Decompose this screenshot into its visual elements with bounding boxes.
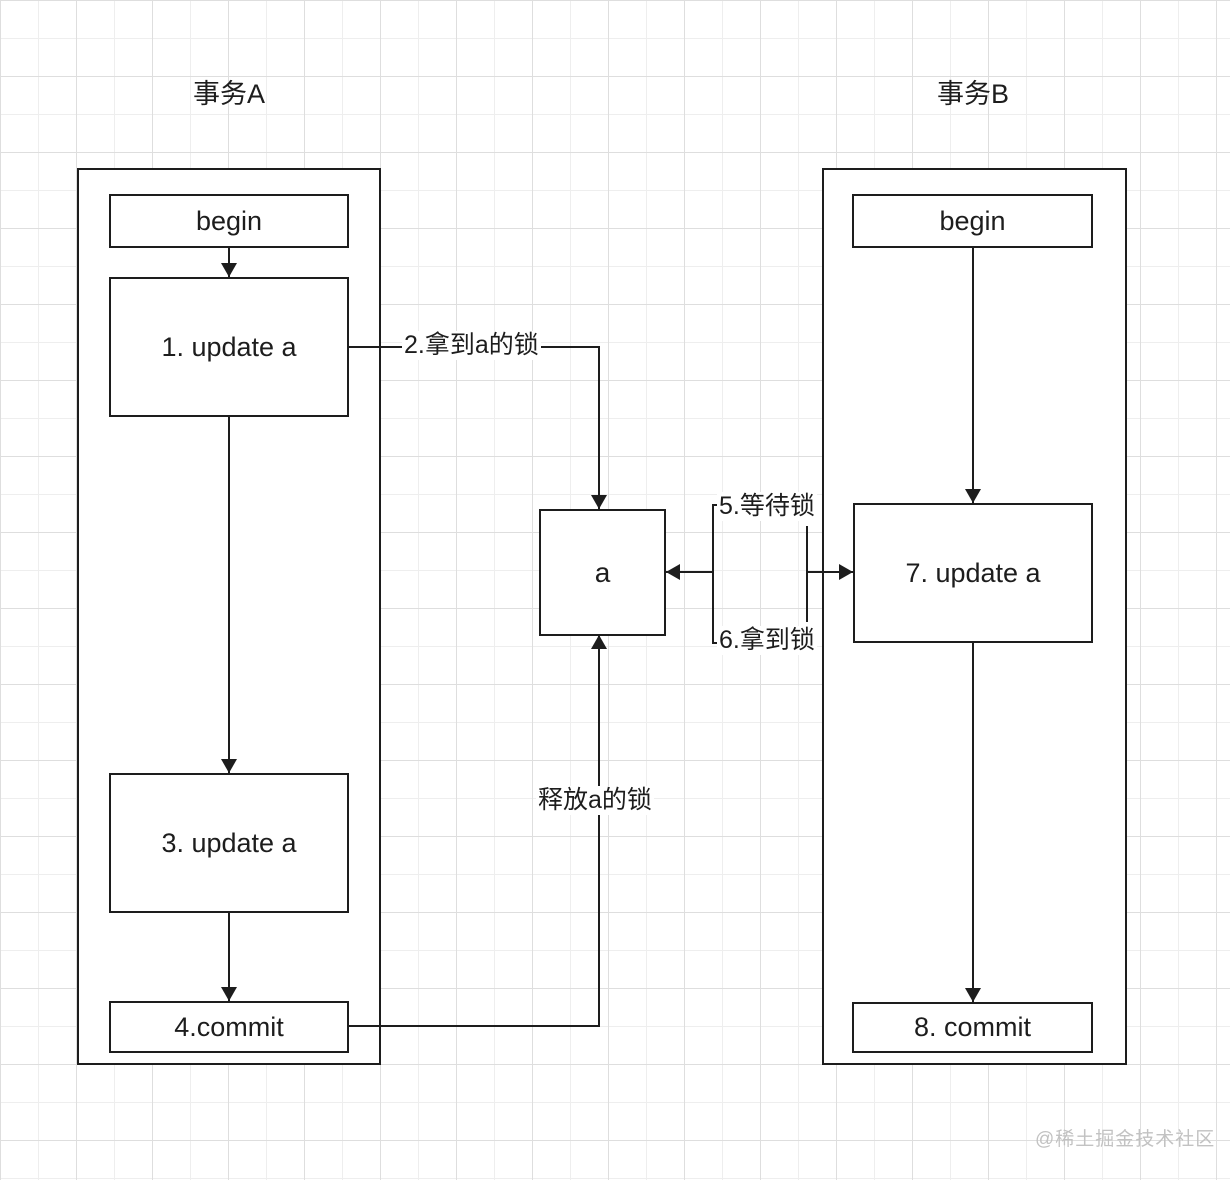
arrowhead-into-step3 [221, 759, 237, 773]
edge-beginB-to-step7-line [972, 247, 974, 503]
edge-wait-to-resource-hline [666, 571, 713, 573]
transaction-a-title: 事务A [192, 79, 265, 109]
arrowhead-into-step4 [221, 987, 237, 1001]
arrowhead-into-resource-bottom [591, 635, 607, 649]
transaction-b-title: 事务B [936, 79, 1009, 109]
arrowhead-into-step8 [965, 988, 981, 1002]
node-step7-update-a: 7. update a [853, 503, 1093, 643]
node-resource-a: a [539, 509, 666, 636]
edge-step1-to-resource-vline [598, 346, 600, 509]
node-beginA: begin [109, 194, 349, 248]
node-beginB: begin [852, 194, 1093, 248]
bracket-left-tick-top [712, 504, 721, 506]
edge-step4-to-resource-vline [598, 635, 600, 1027]
arrowhead-into-step7 [965, 489, 981, 503]
bracket-right-vline [806, 526, 808, 622]
edge-label-release-a-lock: 释放a的锁 [536, 786, 654, 815]
edge-label-get-lock: 6.拿到锁 [717, 626, 817, 655]
arrowhead-into-resource-top [591, 495, 607, 509]
bracket-left-tick-bottom [712, 642, 721, 644]
edge-wait-to-step7-hline [807, 571, 853, 573]
node-step1-update-a: 1. update a [109, 277, 349, 417]
arrowhead-into-step1 [221, 263, 237, 277]
bracket-left-vline [712, 504, 714, 644]
edge-label-acquire-a-lock: 2.拿到a的锁 [402, 331, 541, 360]
edge-beginA-to-step1-line [228, 247, 230, 277]
node-step4-commit: 4.commit [109, 1001, 349, 1053]
edge-step3-to-step4-line [228, 913, 230, 1001]
arrowhead-into-step7-left [839, 564, 853, 580]
node-step3-update-a: 3. update a [109, 773, 349, 913]
node-step8-commit: 8. commit [852, 1002, 1093, 1053]
edge-label-wait-lock: 5.等待锁 [717, 492, 817, 521]
watermark-text: @稀土掘金技术社区 [1035, 1129, 1216, 1150]
arrowhead-into-resource-right [666, 564, 680, 580]
edge-step1-to-step3-line [228, 417, 230, 773]
edge-step7-to-step8-line [972, 643, 974, 1002]
edge-step4-to-resource-hline [348, 1025, 600, 1027]
